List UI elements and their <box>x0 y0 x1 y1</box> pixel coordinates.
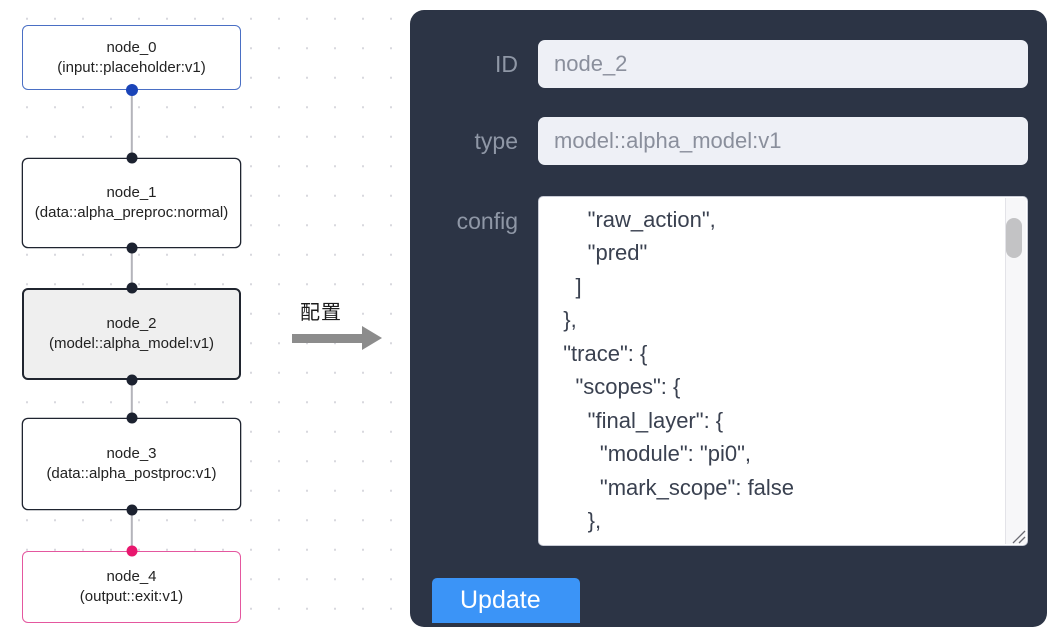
annotation-label: 配置 <box>300 300 342 324</box>
graph-node-label: node_2 (model::alpha_model:v1) <box>48 315 215 352</box>
handle-target-node_2[interactable] <box>126 282 137 294</box>
config-field-row: config "raw_action", "pred" ] }, "trace"… <box>418 196 1040 546</box>
handle-target-node_3[interactable] <box>126 412 137 424</box>
handle-source-node_0[interactable] <box>125 84 138 96</box>
config-textarea[interactable]: "raw_action", "pred" ] }, "trace": { "sc… <box>538 196 1028 546</box>
handle-target-node_4[interactable] <box>126 545 137 557</box>
annotation-arrow-group: 配置 <box>292 296 402 358</box>
arrow-head-icon <box>362 326 382 350</box>
id-field-label: ID <box>495 50 518 77</box>
id-input[interactable] <box>538 40 1028 88</box>
graph-node-label: node_4 (output::exit:v1) <box>79 568 184 605</box>
graph-node-label: node_3 (data::alpha_postproc:v1) <box>46 445 217 482</box>
handle-source-node_3[interactable] <box>126 504 137 516</box>
type-field-row: type <box>418 117 1040 165</box>
config-scrollbar-track[interactable] <box>1005 198 1026 544</box>
type-field-label: type <box>474 127 518 154</box>
graph-edge-node_2-node_3[interactable] <box>130 380 133 418</box>
bottom-strip <box>0 628 1062 643</box>
config-scrollbar-thumb[interactable] <box>1006 218 1022 258</box>
graph-node-node_4[interactable]: node_4 (output::exit:v1) <box>22 551 241 623</box>
handle-target-node_1[interactable] <box>126 152 137 164</box>
node-config-panel: ID type config "raw_action", "pred" ] },… <box>410 10 1047 627</box>
graph-node-node_1[interactable]: node_1 (data::alpha_preproc:normal) <box>22 158 241 248</box>
graph-edge-node_0-node_1[interactable] <box>130 90 133 158</box>
id-field-row: ID <box>418 40 1040 88</box>
config-field-label: config <box>456 208 518 234</box>
graph-node-node_3[interactable]: node_3 (data::alpha_postproc:v1) <box>22 418 241 510</box>
config-textarea-wrapper: "raw_action", "pred" ] }, "trace": { "sc… <box>538 196 1028 546</box>
handle-source-node_1[interactable] <box>126 242 137 254</box>
update-button[interactable]: Update <box>432 578 580 623</box>
graph-edge-node_1-node_2[interactable] <box>130 248 133 288</box>
graph-node-node_2[interactable]: node_2 (model::alpha_model:v1) <box>22 288 241 380</box>
graph-node-label: node_1 (data::alpha_preproc:normal) <box>34 184 229 221</box>
graph-node-label: node_0 (input::placeholder:v1) <box>57 38 206 76</box>
graph-edge-node_3-node_4[interactable] <box>130 510 133 551</box>
type-input[interactable] <box>538 117 1028 165</box>
graph-node-node_0[interactable]: node_0 (input::placeholder:v1) <box>22 25 241 90</box>
handle-source-node_2[interactable] <box>126 374 137 386</box>
arrow-shaft-icon <box>292 334 364 343</box>
